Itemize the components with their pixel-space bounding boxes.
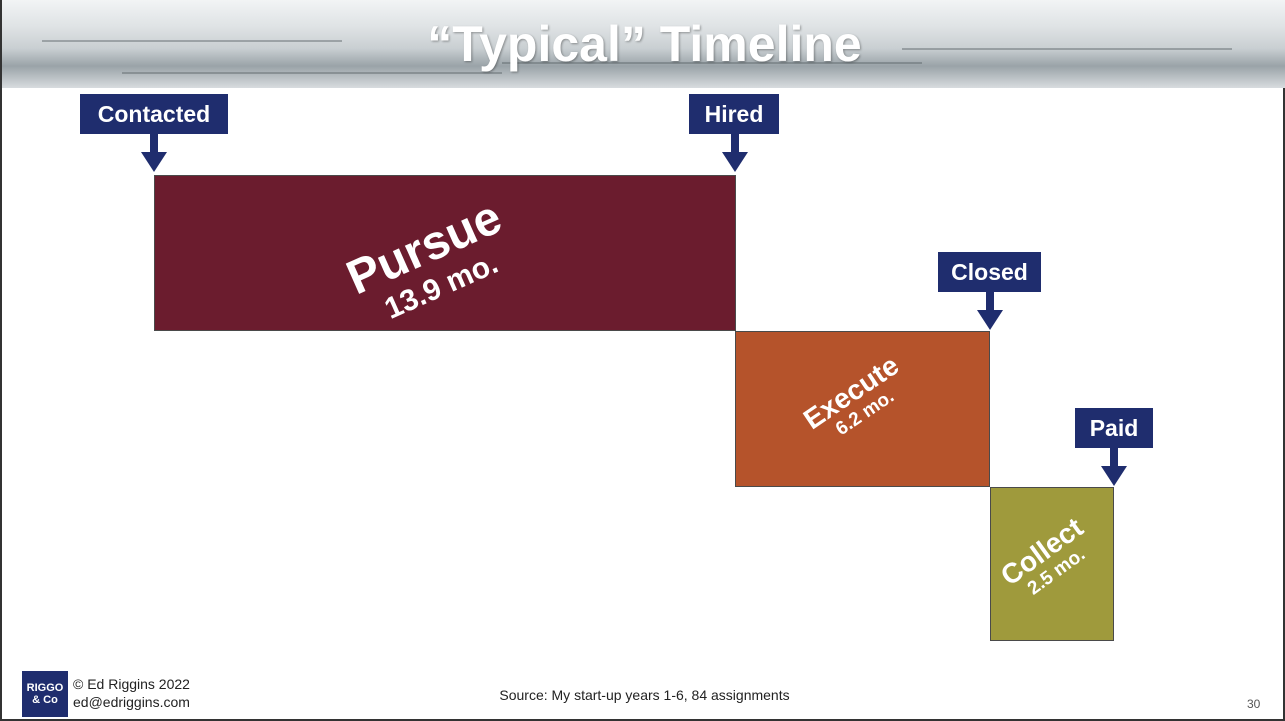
- footer-contact: © Ed Riggins 2022 ed@edriggins.com: [73, 675, 190, 711]
- milestone-closed: Closed: [938, 252, 1041, 292]
- title-banner: “Typical” Timeline: [2, 0, 1285, 88]
- phase-execute: Execute 6.2 mo.: [735, 331, 990, 487]
- email-text: ed@edriggins.com: [73, 694, 190, 710]
- phase-pursue: Pursue 13.9 mo.: [154, 175, 736, 331]
- milestone-hired: Hired: [689, 94, 779, 134]
- company-logo: RIGGO & Co: [22, 671, 68, 717]
- phase-collect-label: Collect 2.5 mo.: [995, 512, 1101, 607]
- source-note: Source: My start-up years 1-6, 84 assign…: [499, 687, 790, 703]
- page-number: 30: [1247, 697, 1261, 711]
- copyright-text: © Ed Riggins 2022: [73, 676, 190, 692]
- milestone-paid: Paid: [1075, 408, 1153, 448]
- phase-collect: Collect 2.5 mo.: [990, 487, 1114, 641]
- phase-execute-label: Execute 6.2 mo.: [797, 349, 915, 452]
- slide-title: “Typical” Timeline: [427, 16, 862, 72]
- logo-line2: & Co: [32, 694, 58, 706]
- milestone-contacted: Contacted: [80, 94, 228, 134]
- logo-line1: RIGGO: [26, 682, 64, 694]
- phase-pursue-label: Pursue 13.9 mo.: [339, 191, 523, 335]
